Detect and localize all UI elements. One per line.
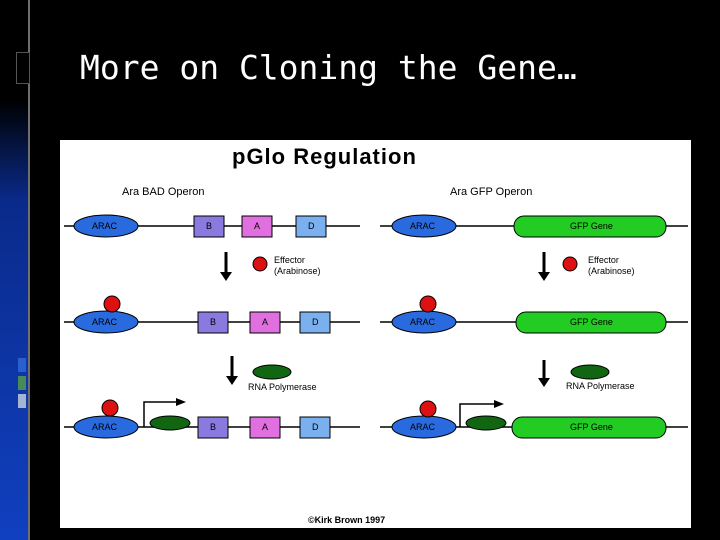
diagram-copyright: ©Kirk Brown 1997 (308, 515, 385, 525)
slide-accent-block-1 (18, 358, 26, 372)
left-row2-bound-effector (103, 295, 121, 313)
right-row3-rna-polymerase (465, 415, 507, 431)
slide-left-bar (0, 0, 30, 540)
right-operon-title: Ara GFP Operon (450, 186, 532, 198)
left-effector-label: Effector (274, 255, 305, 265)
left-row3-arac (73, 415, 139, 439)
left-row3-promoter-arrow-head (176, 398, 186, 406)
left-row1-arac (73, 214, 139, 238)
right-effector-label: Effector (588, 255, 619, 265)
left-row1-gene-a-label: A (254, 221, 260, 231)
right-row3-arac-label: ARAC (410, 422, 436, 432)
left-row1-gene-a (241, 215, 273, 238)
right-row2-bound-effector (419, 295, 437, 313)
right-row3: ARAC GFP Gene (380, 400, 688, 439)
right-effector-molecule (562, 256, 578, 272)
slide-title: More on Cloning the Gene… (80, 48, 577, 87)
right-row1-arac (391, 214, 457, 238)
left-row3-gene-d (299, 416, 331, 439)
left-row3: ARAC B A D (64, 398, 360, 439)
left-polymerase-label: RNA Polymerase (248, 382, 317, 392)
diagram-canvas: pGlo Regulation Ara BAD Operon Ara GFP O… (64, 144, 688, 525)
left-row2-gene-d (299, 311, 331, 334)
left-arabinose-label: (Arabinose) (274, 266, 321, 276)
left-row2: ARAC B A D (64, 295, 360, 334)
right-row3-gfp-gene (511, 416, 667, 439)
right-row2-arac-label: ARAC (410, 317, 436, 327)
slide-left-divider (28, 0, 30, 540)
right-row2-gfp-label: GFP Gene (570, 317, 613, 327)
left-row1-gene-b-label: B (206, 221, 212, 231)
left-row3-promoter-arrow (143, 401, 178, 427)
left-row1-arac-label: ARAC (92, 221, 118, 231)
left-row2-gene-d-label: D (312, 317, 319, 327)
diagram-title: pGlo Regulation (232, 144, 417, 169)
right-arabinose-label: (Arabinose) (588, 266, 635, 276)
right-row3-promoter-arrow (459, 403, 496, 427)
right-row3-bound-effector (419, 400, 437, 418)
left-row2-gene-a-label: A (262, 317, 268, 327)
right-row1-gfp-gene (513, 215, 667, 238)
right-row1-arac-label: ARAC (410, 221, 436, 231)
left-row3-rna-polymerase (149, 415, 191, 431)
left-effector-arrow-head (220, 272, 232, 281)
right-row3-gfp-label: GFP Gene (570, 422, 613, 432)
left-row2-gene-b-label: B (210, 317, 216, 327)
right-row2-gfp-gene (515, 311, 667, 334)
left-row3-gene-a (249, 416, 281, 439)
left-row2-arac-label: ARAC (92, 317, 118, 327)
slide-accent-block-top (16, 52, 30, 84)
right-effector-step: Effector (Arabinose) (538, 252, 635, 281)
left-row3-bound-effector (101, 399, 119, 417)
pglo-regulation-diagram: pGlo Regulation Ara BAD Operon Ara GFP O… (60, 140, 691, 528)
left-row1-gene-d-label: D (308, 221, 315, 231)
right-effector-arrow-head (538, 272, 550, 281)
left-row1-gene-b (193, 215, 225, 238)
right-row2: ARAC GFP Gene (380, 295, 688, 334)
left-row3-gene-d-label: D (312, 422, 319, 432)
left-row3-arac-label: ARAC (92, 422, 118, 432)
right-row3-promoter-arrow-head (494, 400, 504, 408)
left-row2-gene-a (249, 311, 281, 334)
left-row3-gene-b (197, 416, 229, 439)
right-polymerase-label: RNA Polymerase (566, 381, 635, 391)
left-row2-arac (73, 310, 139, 334)
slide-accent-block-3 (18, 394, 26, 408)
left-effector-molecule (252, 256, 268, 272)
left-row3-gene-a-label: A (262, 422, 268, 432)
left-polymerase-arrow-head (226, 376, 238, 385)
right-row1: ARAC GFP Gene (380, 214, 688, 238)
left-row1-gene-d (295, 215, 327, 238)
right-polymerase-arrow-head (538, 378, 550, 387)
right-row1-gfp-label: GFP Gene (570, 221, 613, 231)
left-effector-step: Effector (Arabinose) (220, 252, 321, 281)
left-operon-title: Ara BAD Operon (122, 186, 205, 198)
slide-accent-block-2 (18, 376, 26, 390)
right-polymerase-step: RNA Polymerase (538, 360, 635, 391)
left-polymerase-step: RNA Polymerase (226, 356, 317, 392)
left-row1: ARAC B A D (64, 214, 360, 238)
left-row3-gene-b-label: B (210, 422, 216, 432)
left-row2-gene-b (197, 311, 229, 334)
right-rna-polymerase (570, 364, 610, 380)
left-rna-polymerase (252, 364, 292, 380)
